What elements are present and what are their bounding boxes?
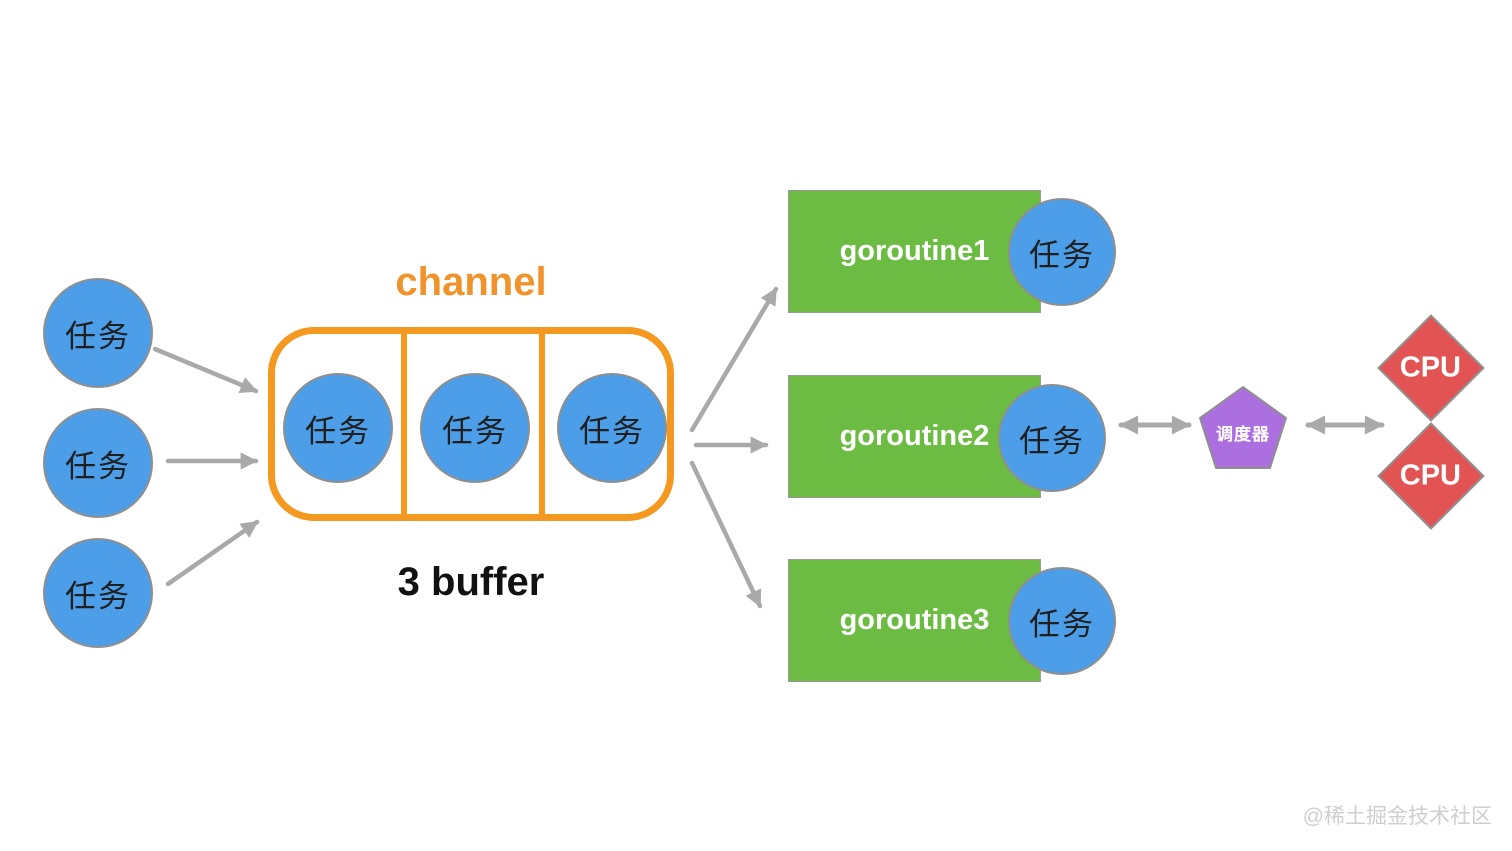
channel-buffer-caption: 3 buffer xyxy=(397,560,545,604)
source-task-label-2: 任务 xyxy=(65,448,131,484)
goroutine2-rect: goroutine2 xyxy=(788,375,1041,498)
channel-slot-label-1: 任务 xyxy=(305,413,371,449)
goroutine1-rect: goroutine1 xyxy=(788,190,1041,313)
goroutine3-rect: goroutine3 xyxy=(788,559,1041,682)
channel-slot-circle-2: 任务 xyxy=(420,373,530,483)
goroutine1-task-label: 任务 xyxy=(1029,237,1095,273)
goroutine2-task-circle: 任务 xyxy=(998,384,1106,492)
source-task-circle-3: 任务 xyxy=(43,538,153,648)
cpu-diamond-2: CPU xyxy=(1377,422,1485,530)
channel-slot-label-2: 任务 xyxy=(442,413,508,449)
scheduler-pentagon: 调度器 xyxy=(1198,386,1288,470)
channel-divider-2 xyxy=(539,334,545,514)
cpu-diamond-1: CPU xyxy=(1377,314,1485,422)
arrow-channel-to-goroutine3 xyxy=(689,460,763,609)
arrow-task1-to-channel xyxy=(152,346,259,394)
channel-title: channel xyxy=(395,260,547,304)
goroutine3-task-label: 任务 xyxy=(1029,606,1095,642)
arrow-channel-to-goroutine1 xyxy=(689,286,779,433)
channel-slot-label-3: 任务 xyxy=(579,413,645,449)
source-task-circle-1: 任务 xyxy=(43,278,153,388)
goroutine3-label: goroutine3 xyxy=(839,604,990,636)
goroutine2-task-label: 任务 xyxy=(1019,423,1085,459)
scheduler-label: 调度器 xyxy=(1216,424,1270,444)
source-task-circle-2: 任务 xyxy=(43,408,153,518)
arrow-task3-to-channel xyxy=(165,519,260,587)
cpu-label-1: CPU xyxy=(1400,351,1462,384)
cpu-label-2: CPU xyxy=(1400,459,1462,492)
source-task-label-3: 任务 xyxy=(65,578,131,614)
channel-divider-1 xyxy=(401,334,407,514)
channel-slot-circle-3: 任务 xyxy=(557,373,667,483)
pentagon-shape xyxy=(1199,386,1287,469)
source-task-label-1: 任务 xyxy=(65,318,131,354)
watermark: @稀土掘金技术社区 xyxy=(1302,805,1492,828)
goroutine2-label: goroutine2 xyxy=(839,420,990,452)
goroutine1-task-circle: 任务 xyxy=(1008,198,1116,306)
channel-box: 任务 任务 任务 xyxy=(268,327,674,521)
goroutine1-label: goroutine1 xyxy=(839,235,990,267)
goroutine3-task-circle: 任务 xyxy=(1008,567,1116,675)
channel-slot-circle-1: 任务 xyxy=(283,373,393,483)
